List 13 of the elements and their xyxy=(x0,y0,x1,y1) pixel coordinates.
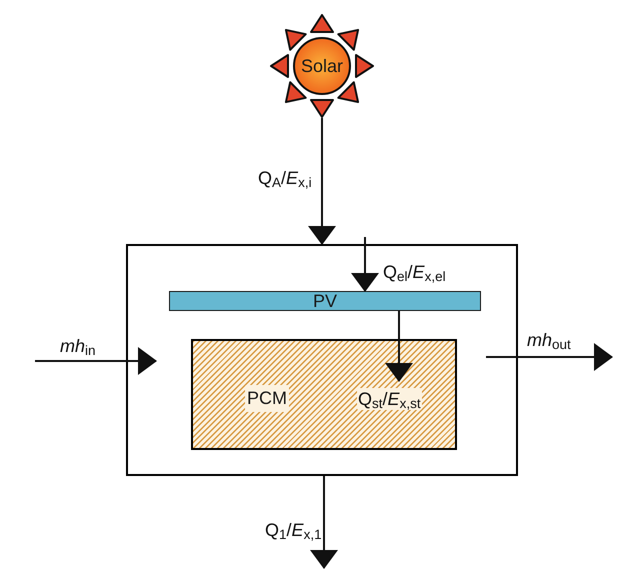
arrow xyxy=(351,237,379,292)
block-label: PCM xyxy=(245,385,289,412)
arrow xyxy=(310,476,338,569)
arrow xyxy=(35,347,157,375)
edge-label: Q$_{st}$/E$_{x,st}$ xyxy=(357,388,422,410)
sun-label: Solar xyxy=(300,54,344,78)
arrow xyxy=(308,118,336,245)
system-boundary-box xyxy=(126,244,518,476)
pcm-block xyxy=(191,339,457,450)
pv-panel xyxy=(169,291,481,311)
panel-label: PV xyxy=(312,292,337,310)
arrow xyxy=(486,343,613,371)
arrow xyxy=(385,311,413,382)
